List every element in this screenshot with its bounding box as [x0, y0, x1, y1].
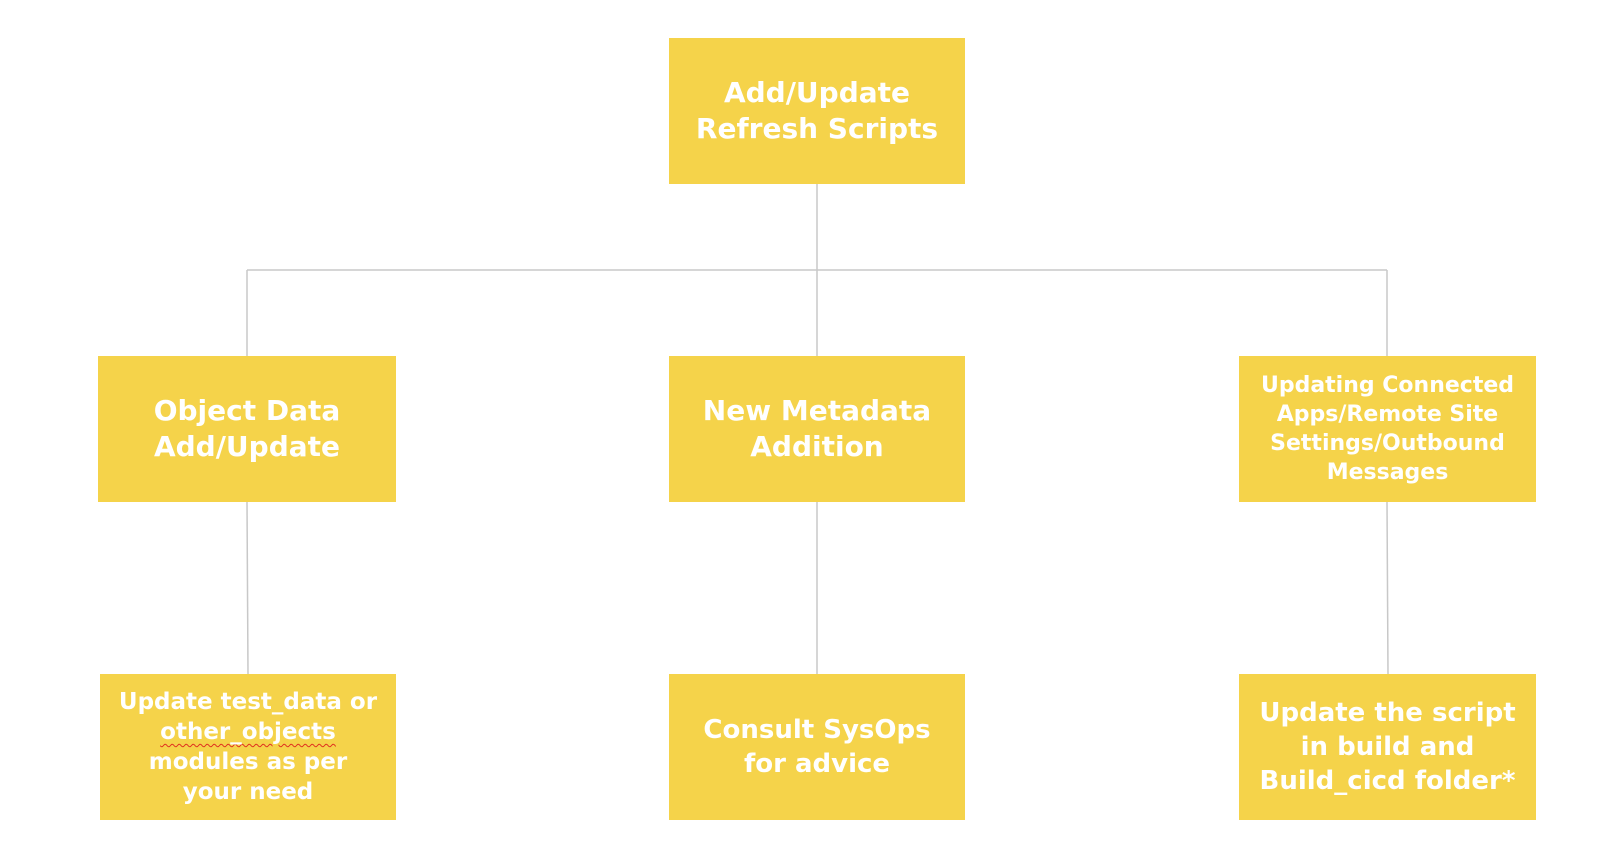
branch-node-new-metadata: New Metadata Addition [669, 356, 965, 502]
build-script-line: in build and [1300, 732, 1475, 762]
leaf-node-consult-sysops: Consult SysOps for advice [669, 674, 965, 820]
root-node-add-update-refresh-scripts: Add/Update Refresh Scripts [669, 38, 965, 184]
leaf-node-update-test-data: Update test_data or other_objects module… [100, 674, 396, 820]
object-data-line: Object Data [153, 394, 341, 427]
build-script-line: Build_cicd folder* [1259, 766, 1516, 796]
sysops-line: Consult SysOps [703, 715, 931, 745]
object-data-line: Add/Update [153, 430, 341, 463]
connected-apps-line: Messages [1326, 460, 1449, 485]
metadata-line: New Metadata [702, 394, 932, 427]
connector-object-data-to-test-data [246, 501, 249, 675]
leaf-node-update-build-script: Update the script in build and Build_cic… [1239, 674, 1536, 820]
branch-node-connected-apps: Updating Connected Apps/Remote Site Sett… [1239, 356, 1536, 502]
metadata-line: Addition [750, 430, 884, 463]
test-data-line: your need [182, 779, 314, 805]
test-data-line: Update test_data or [118, 689, 378, 715]
branch-node-object-data: Object Data Add/Update [98, 356, 396, 502]
connected-apps-line: Settings/Outbound [1270, 431, 1505, 456]
build-script-line: Update the script [1259, 698, 1516, 728]
connector-connected-apps-to-build-script [1386, 501, 1389, 675]
connected-apps-line: Updating Connected [1260, 373, 1515, 398]
connected-apps-line: Apps/Remote Site [1276, 402, 1499, 427]
test-data-line-spellcheck-underlined: other_objects [160, 719, 336, 745]
sysops-line: for advice [743, 749, 891, 779]
root-node-line: Add/Update [723, 76, 911, 109]
root-node-line: Refresh Scripts [695, 112, 939, 145]
test-data-line: modules as per [148, 749, 348, 775]
